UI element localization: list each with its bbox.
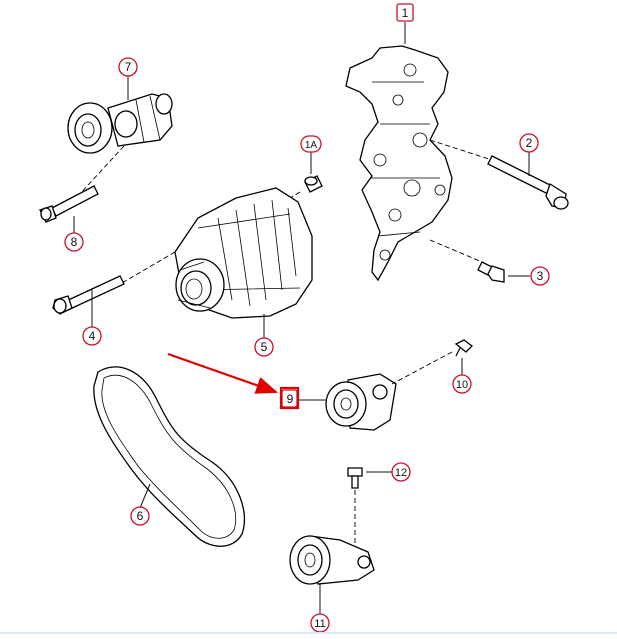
callout-1[interactable]: 1	[396, 3, 414, 22]
pulley-bolt-part	[391, 339, 473, 385]
alternator-bolt-part	[52, 275, 125, 315]
callout-10[interactable]: 10	[452, 374, 472, 394]
callout-12[interactable]: 12	[391, 462, 411, 482]
alternator-part	[109, 187, 313, 319]
callout-9[interactable]: 9	[281, 389, 298, 408]
callout-1a[interactable]: 1A	[300, 135, 322, 153]
highlight-arrow	[167, 352, 279, 394]
callout-10-label: 10	[456, 379, 468, 391]
short-bolt-part	[429, 239, 505, 283]
lower-idler-pulley-part	[289, 535, 375, 585]
callout-6[interactable]: 6	[130, 506, 150, 526]
callout-3-label: 3	[537, 269, 544, 283]
callout-8-label: 8	[71, 235, 78, 249]
callout-5[interactable]: 5	[254, 337, 274, 357]
callout-12-label: 12	[395, 467, 407, 479]
callout-4[interactable]: 4	[82, 326, 102, 346]
callout-7-label: 7	[125, 60, 132, 74]
callout-1a-label: 1A	[305, 140, 318, 151]
tensioner-part	[67, 93, 173, 197]
highlight-box	[279, 386, 300, 410]
callout-7[interactable]: 7	[118, 57, 138, 77]
serpentine-belt-part	[93, 366, 246, 547]
callout-4-label: 4	[89, 329, 96, 343]
idler-pulley-part	[325, 373, 397, 431]
long-bolt-part	[429, 139, 569, 210]
callout-1-label: 1	[402, 6, 409, 20]
callout-5-label: 5	[261, 340, 268, 354]
small-bolt-part	[347, 467, 363, 548]
leader-lines	[73, 22, 530, 614]
bottom-rule	[0, 632, 617, 634]
callout-2-label: 2	[526, 136, 533, 150]
callout-8[interactable]: 8	[64, 232, 84, 252]
callout-6-label: 6	[137, 509, 144, 523]
mounting-bracket-part	[345, 45, 453, 282]
callout-2[interactable]: 2	[519, 133, 539, 153]
callout-3[interactable]: 3	[530, 266, 550, 286]
callout-11-label: 11	[314, 618, 325, 630]
callout-9-label: 9	[287, 392, 294, 406]
callout-11[interactable]: 11	[310, 613, 330, 633]
tensioner-bolt-part	[39, 185, 99, 223]
